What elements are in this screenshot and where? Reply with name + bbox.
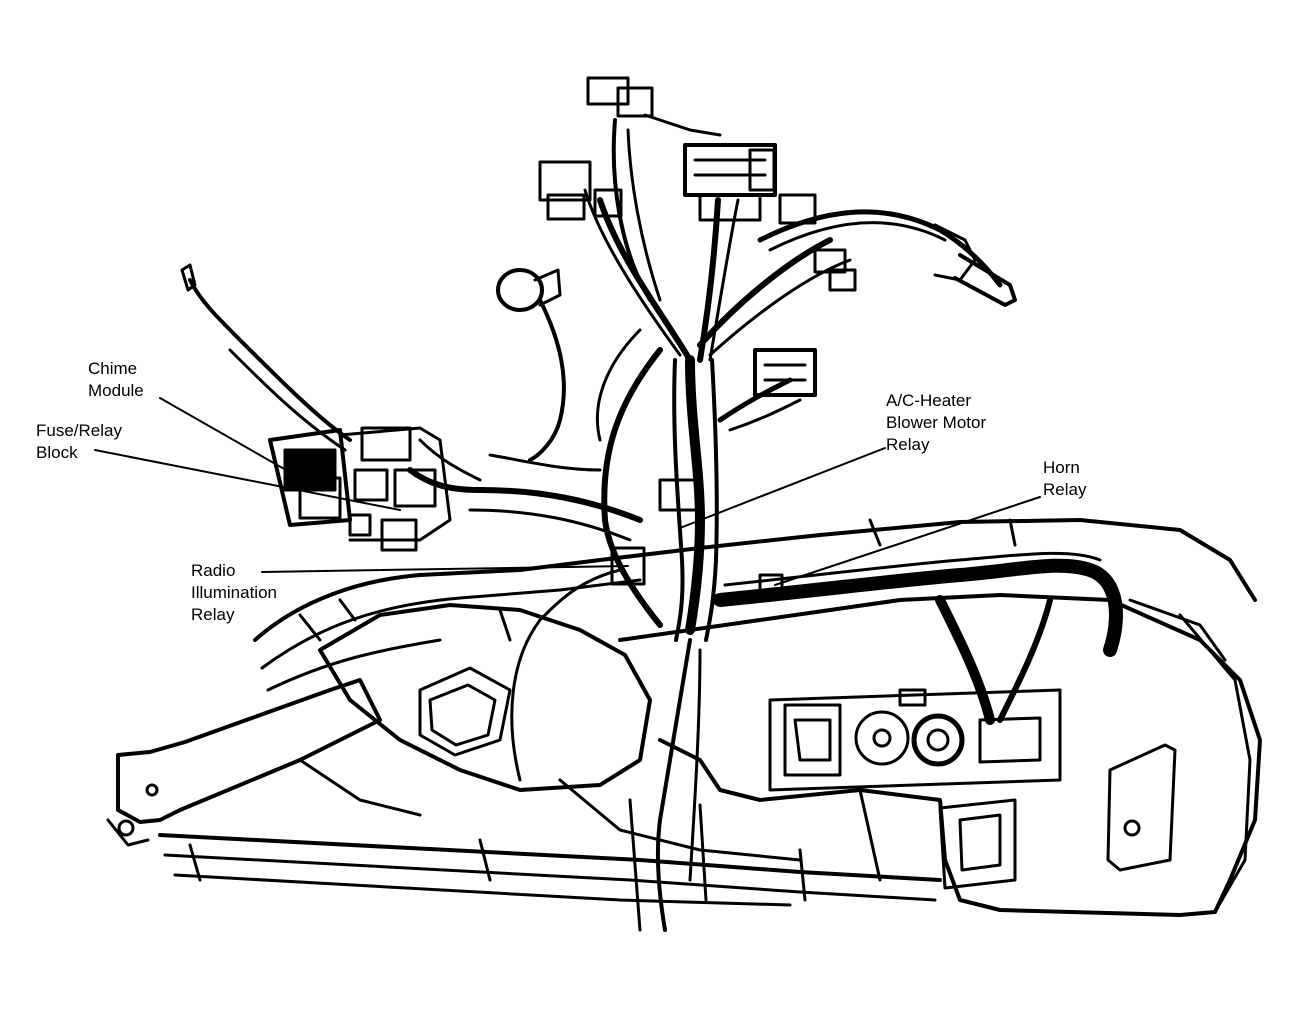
callout-fuse-relay-block: Fuse/Relay Block [36, 420, 122, 464]
fuse-relay-block [268, 426, 482, 552]
callout-fuse-relay-block-line1: Fuse/Relay [36, 421, 122, 440]
callout-ac-heater-blower-motor-relay-line3: Relay [886, 435, 930, 454]
callout-radio-illumination-relay: Radio Illumination Relay [191, 560, 277, 626]
callout-chime-module: Chime Module [88, 358, 144, 402]
callout-radio-illumination-relay-line3: Relay [191, 605, 235, 624]
callout-horn-relay-line2: Relay [1043, 480, 1087, 499]
wiring-harness [188, 118, 1123, 932]
leader-lines [94, 397, 1041, 586]
callout-ac-heater-blower-motor-relay-line2: Blower Motor [886, 413, 987, 432]
callout-ac-heater-blower-motor-relay: A/C-Heater Blower Motor Relay [886, 390, 986, 456]
callout-fuse-relay-block-line2: Block [36, 443, 78, 462]
instrument-panel-carrier [106, 518, 1262, 932]
callout-radio-illumination-relay-line2: Illumination [191, 583, 277, 602]
callout-horn-relay: Horn Relay [1043, 457, 1086, 501]
callout-horn-relay-line1: Horn [1043, 458, 1080, 477]
harness-connectors [180, 76, 1017, 595]
callout-chime-module-line1: Chime [88, 359, 138, 378]
callout-radio-illumination-relay-line1: Radio [191, 561, 236, 580]
callout-ac-heater-blower-motor-relay-line1: A/C-Heater [886, 391, 972, 410]
callout-chime-module-line2: Module [88, 381, 144, 400]
